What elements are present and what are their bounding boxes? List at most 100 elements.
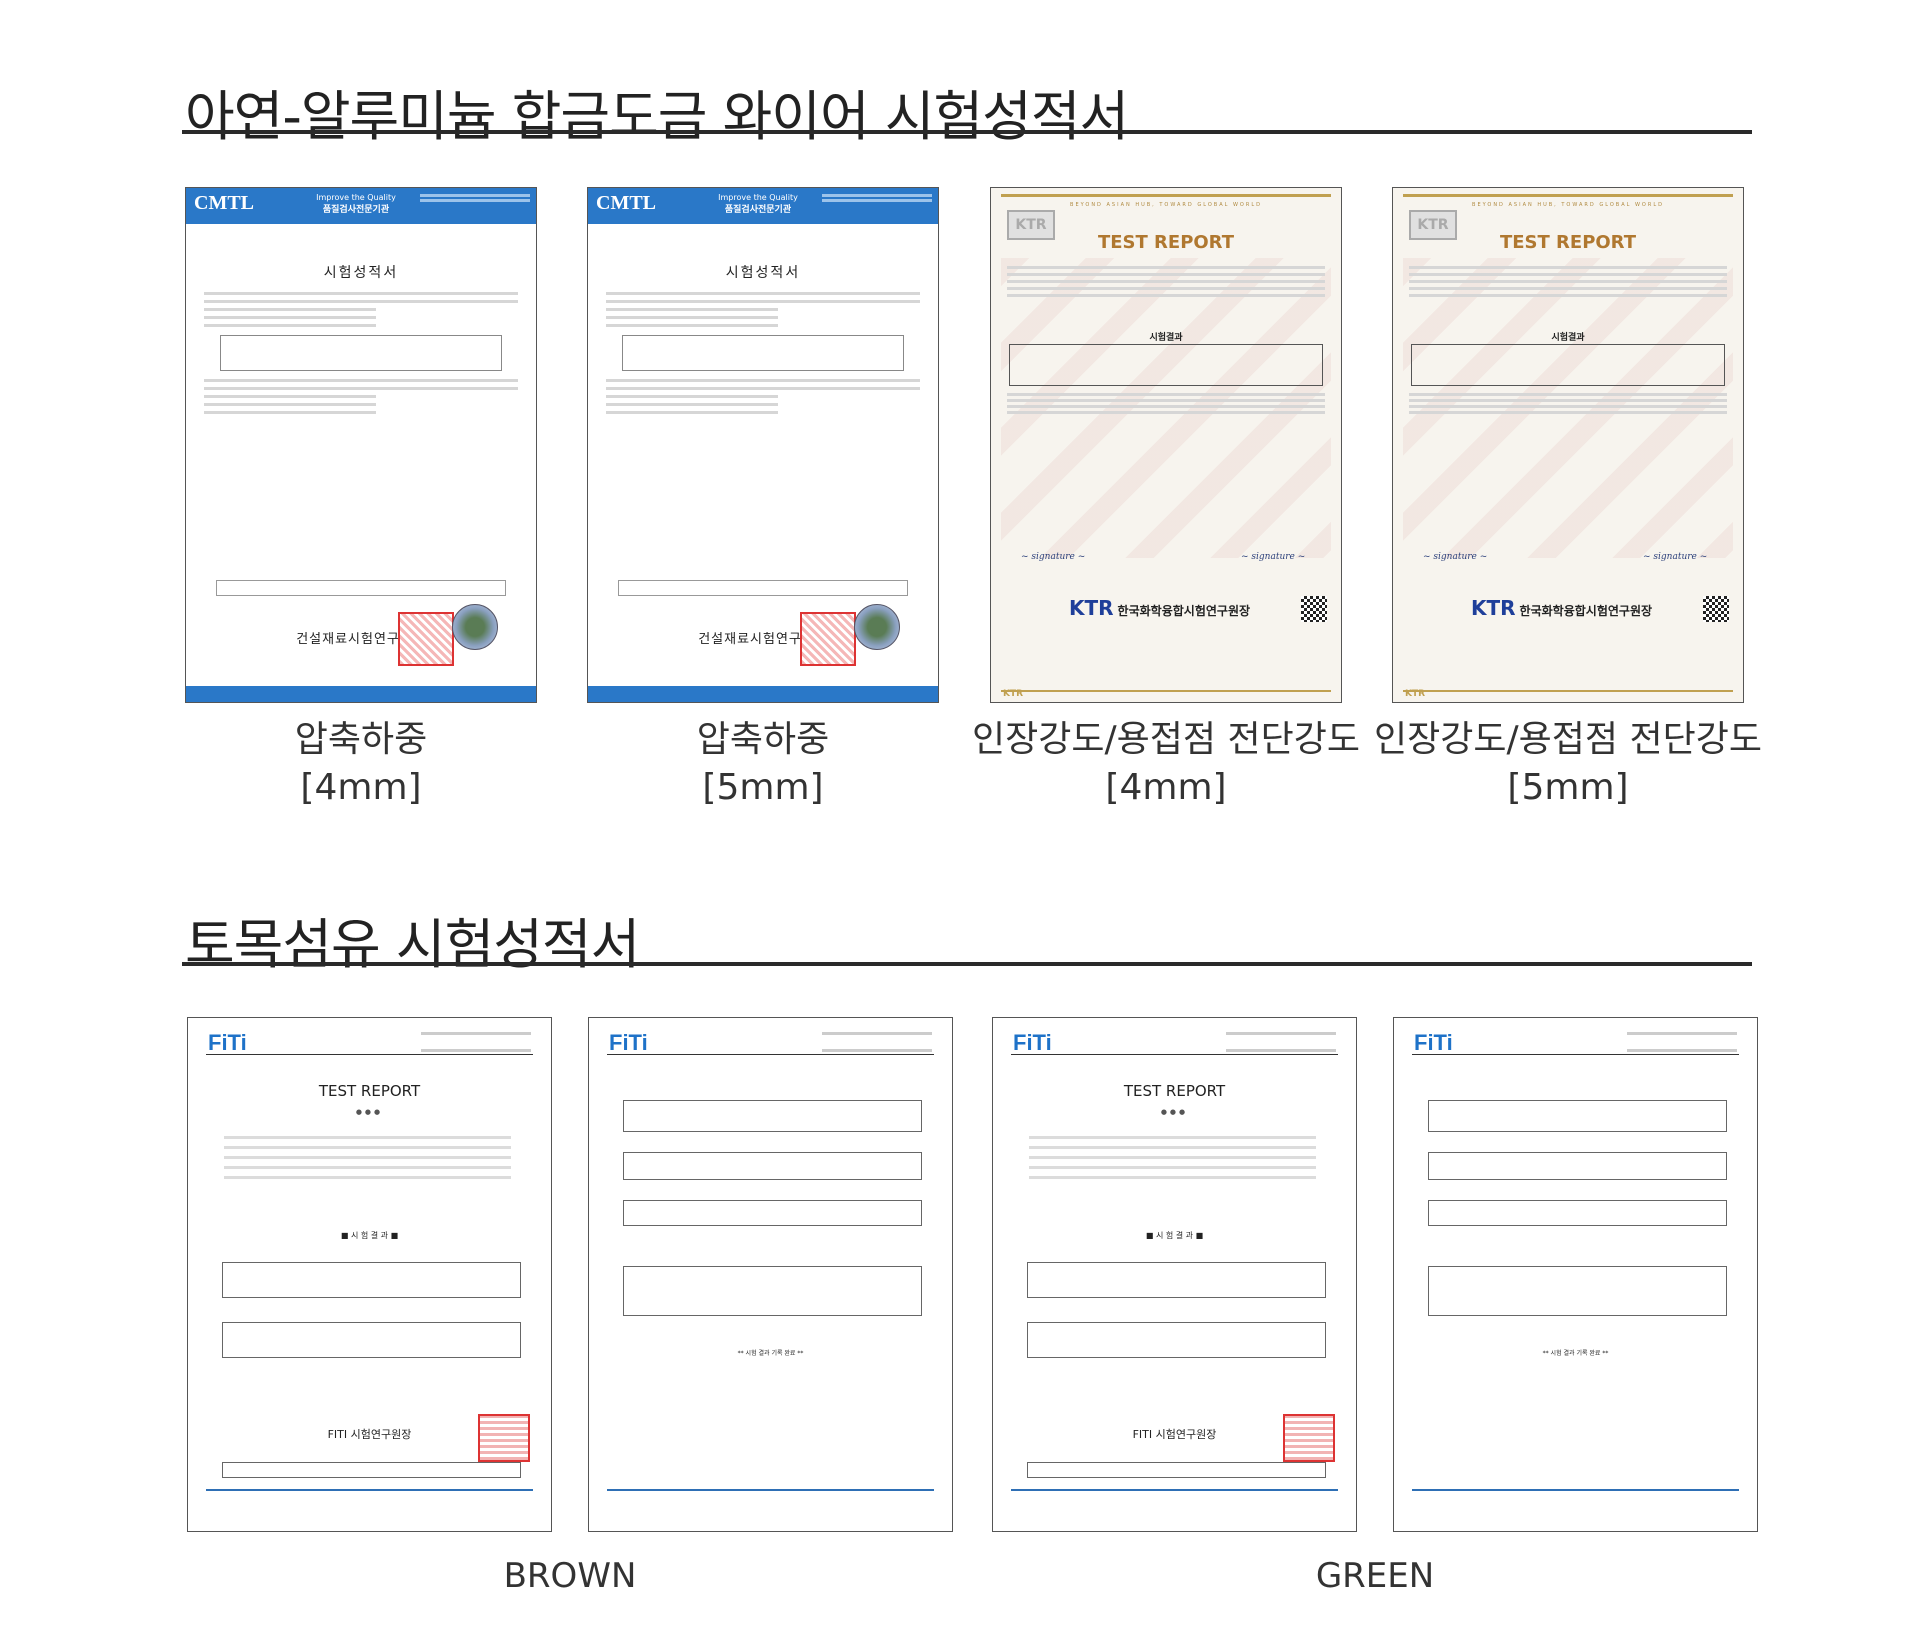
header-title: 품질검사전문기관 xyxy=(322,205,390,215)
report-header: CMTL Improve the Quality 품질검사전문기관 xyxy=(186,188,536,224)
result-table-4 xyxy=(1428,1266,1727,1316)
ktr-footer-logo: KTR xyxy=(1003,689,1024,699)
caption-cmtl-5mm: 압축하중 [5mm] xyxy=(587,716,939,812)
document-service-footer xyxy=(607,1489,934,1519)
header-slogan: Improve the Quality xyxy=(718,193,798,202)
red-seal-icon xyxy=(1283,1414,1335,1462)
doc-title: TEST REPORT xyxy=(1123,1082,1226,1100)
ktr-badge-logo: KTR xyxy=(1007,210,1055,240)
caption-label: 압축하중 xyxy=(696,719,830,760)
report-thumbnail-fiti-brown-p1[interactable]: FiTi TEST REPORT ●●● ■ 시 험 결 과 ■ FITI 시험… xyxy=(187,1017,552,1532)
caption-size: [5mm] xyxy=(1507,767,1629,808)
section-title-wire: 아연-알루미늄 합금도금 와이어 시험성적서 xyxy=(185,85,1129,148)
page-dots-icon: ●●● xyxy=(1160,1108,1189,1116)
report-thumbnail-ktr-5mm[interactable]: BEYOND ASIAN HUB, TOWARD GLOBAL WORLD KT… xyxy=(1392,187,1744,703)
result-table-1 xyxy=(1027,1262,1326,1298)
red-seal-icon xyxy=(800,612,856,666)
ktr-slogan: BEYOND ASIAN HUB, TOWARD GLOBAL WORLD xyxy=(1472,202,1664,208)
result-table-1 xyxy=(222,1262,521,1298)
caption-ktr-4mm: 인장강도/용접점 전단강도 [4mm] xyxy=(965,716,1367,812)
fiti-logo: FiTi xyxy=(208,1030,247,1055)
hologram-seal-icon xyxy=(854,604,900,650)
signature-row xyxy=(216,580,506,596)
ktr-footer-logo: KTR xyxy=(1405,689,1426,699)
doc-title: TEST REPORT xyxy=(318,1082,421,1100)
institute-name: 건설재료시험연구소장 xyxy=(698,632,828,647)
report-thumbnail-fiti-brown-p2[interactable]: FiTi ** 시험 결과 기록 완료 ** xyxy=(588,1017,953,1532)
doc-fields xyxy=(186,292,536,327)
caption-size: [4mm] xyxy=(300,767,422,808)
watermark-background xyxy=(1403,258,1733,558)
ktr-logo-mark: KTR xyxy=(1471,596,1516,620)
report-thumbnail-cmtl-4mm[interactable]: CMTL Improve the Quality 품질검사전문기관 시험성적서 … xyxy=(185,187,537,703)
result-heading: ■ 시 험 결 과 ■ xyxy=(1145,1231,1204,1240)
result-table xyxy=(1009,344,1323,386)
org-name: 한국화학융합시험연구원장 xyxy=(1519,604,1653,618)
caption-size: [5mm] xyxy=(702,767,824,808)
report-footer xyxy=(588,686,938,702)
report-thumbnail-fiti-green-p2[interactable]: FiTi ** 시험 결과 기록 완료 ** xyxy=(1393,1017,1758,1532)
label-brown: BROWN xyxy=(503,1556,637,1596)
label-green: GREEN xyxy=(1315,1556,1435,1596)
caption-ktr-5mm: 인장강도/용접점 전단강도 [5mm] xyxy=(1367,716,1769,812)
qr-code-icon xyxy=(1703,596,1729,622)
result-heading: ** 시험 결과 기록 완료 ** xyxy=(1542,1350,1609,1357)
report-footer xyxy=(186,686,536,702)
result-heading: ■ 시 험 결 과 ■ xyxy=(340,1231,399,1240)
institute-name: FITI 시험연구원장 xyxy=(327,1428,412,1441)
signature-left-icon: ~ signature ~ xyxy=(1423,552,1488,562)
ktr-badge-logo: KTR xyxy=(1409,210,1457,240)
verification-box xyxy=(1027,1462,1326,1478)
doc-title: TEST REPORT xyxy=(1499,232,1637,253)
verification-box xyxy=(222,1462,521,1478)
caption-label: 압축하중 xyxy=(294,719,428,760)
header-contact xyxy=(822,192,932,204)
report-header: CMTL Improve the Quality 품질검사전문기관 xyxy=(588,188,938,224)
doc-fields xyxy=(588,292,938,327)
fiti-address xyxy=(421,1032,531,1052)
result-table-2 xyxy=(222,1322,521,1358)
result-table-2 xyxy=(1428,1152,1727,1180)
caption-label: 인장강도/용접점 전단강도 xyxy=(1374,719,1762,760)
result-title: 시험결과 xyxy=(1551,333,1585,343)
ktr-logo-mark: KTR xyxy=(1069,596,1114,620)
report-thumbnail-ktr-4mm[interactable]: BEYOND ASIAN HUB, TOWARD GLOBAL WORLD KT… xyxy=(990,187,1342,703)
signature-row xyxy=(618,580,908,596)
institute-name: FITI 시험연구원장 xyxy=(1132,1428,1217,1441)
ktr-slogan: BEYOND ASIAN HUB, TOWARD GLOBAL WORLD xyxy=(1070,202,1262,208)
document-service-footer xyxy=(1011,1489,1338,1519)
doc-title: 시험성적서 xyxy=(323,265,399,281)
fiti-logo: FiTi xyxy=(1414,1030,1453,1055)
cmtl-logo: CMTL xyxy=(194,192,254,214)
result-table xyxy=(1411,344,1725,386)
signature-right-icon: ~ signature ~ xyxy=(1643,552,1708,562)
section-divider xyxy=(182,962,1752,966)
fiti-logo: FiTi xyxy=(1013,1030,1052,1055)
section-divider xyxy=(182,130,1752,134)
section-title-geotextile: 토목섬유 시험성적서 xyxy=(185,913,640,976)
result-table-3 xyxy=(1428,1200,1727,1226)
fiti-address xyxy=(1627,1032,1737,1052)
result-table xyxy=(220,335,502,371)
caption-label: 인장강도/용접점 전단강도 xyxy=(972,719,1360,760)
result-table-2 xyxy=(1027,1322,1326,1358)
watermark-background xyxy=(1001,258,1331,558)
report-thumbnail-cmtl-5mm[interactable]: CMTL Improve the Quality 품질검사전문기관 시험성적서 … xyxy=(587,187,939,703)
institute-name: 건설재료시험연구소장 xyxy=(296,632,426,647)
caption-size: [4mm] xyxy=(1105,767,1227,808)
hologram-seal-icon xyxy=(452,604,498,650)
result-table xyxy=(622,335,904,371)
result-table-1 xyxy=(1428,1100,1727,1132)
doc-title: TEST REPORT xyxy=(1097,232,1235,253)
report-thumbnail-fiti-green-p1[interactable]: FiTi TEST REPORT ●●● ■ 시 험 결 과 ■ FITI 시험… xyxy=(992,1017,1357,1532)
caption-cmtl-4mm: 압축하중 [4mm] xyxy=(185,716,537,812)
result-title: 시험결과 xyxy=(1149,333,1183,343)
signature-left-icon: ~ signature ~ xyxy=(1021,552,1086,562)
result-table-4 xyxy=(623,1266,922,1316)
red-seal-icon xyxy=(478,1414,530,1462)
fiti-address xyxy=(822,1032,932,1052)
page-dots-icon: ●●● xyxy=(355,1108,384,1116)
signature-right-icon: ~ signature ~ xyxy=(1241,552,1306,562)
